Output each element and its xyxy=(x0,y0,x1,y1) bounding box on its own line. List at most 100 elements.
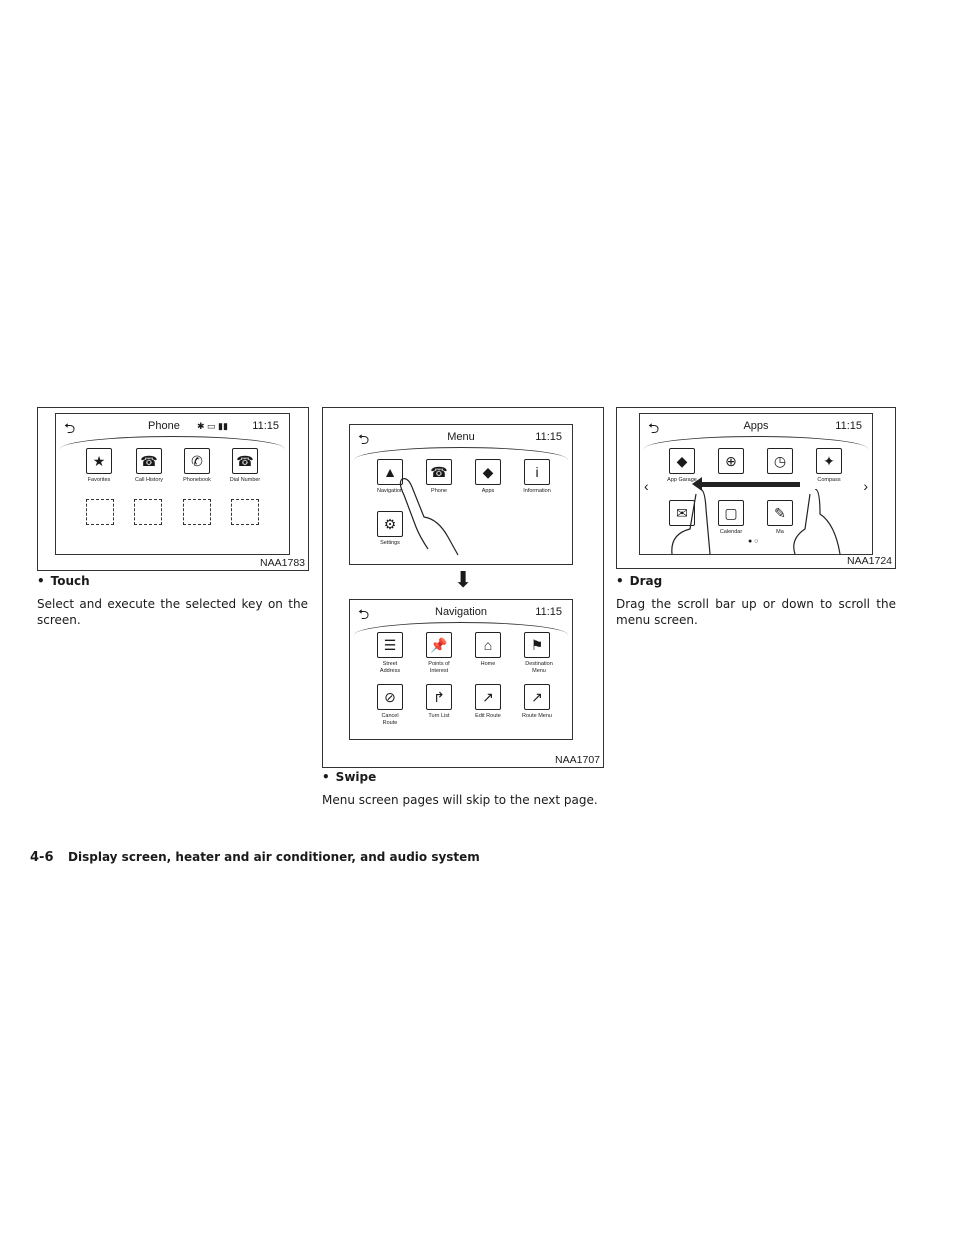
phone-icon: ☎ xyxy=(426,459,452,485)
tile-phonebook[interactable]: ✆ Phonebook xyxy=(182,448,212,484)
tile-label: Apps xyxy=(481,488,495,494)
home-icon: ⌂ xyxy=(475,632,501,658)
tile-label: Destination Menu xyxy=(525,661,553,674)
screen-title: Phone xyxy=(148,420,180,432)
tile-home[interactable]: ⌂ Home xyxy=(473,632,503,668)
figure-code: NAA1783 xyxy=(260,557,305,569)
divider xyxy=(354,447,568,460)
calendar-icon: ▢ xyxy=(718,500,744,526)
tile-maintenance[interactable]: ✎Ma xyxy=(765,500,795,536)
phone-screen: ⮌ Phone ✱ ▭ ▮▮ 11:15 ★Favorites ☎Call Hi… xyxy=(55,413,290,555)
back-icon: ⮌ xyxy=(358,431,370,447)
clock-icon: ◷ xyxy=(767,448,793,474)
figure-phone: ⮌ Phone ✱ ▭ ▮▮ 11:15 ★Favorites ☎Call Hi… xyxy=(37,407,309,571)
apps-screen: ⮌ Apps 11:15 ‹ › ◆App Garage ⊕ ◷ ✦Compas… xyxy=(639,413,873,555)
flag-icon: ⚑ xyxy=(524,632,550,658)
tile-phone[interactable]: ☎ Phone xyxy=(424,459,454,495)
tile-street-address[interactable]: ☰ Street Address xyxy=(375,632,405,675)
tile-points-of-interest[interactable]: 📌 Points of Interest xyxy=(424,632,454,675)
tile-label: Phonebook xyxy=(183,477,211,483)
maintenance-icon: ✎ xyxy=(767,500,793,526)
tile-search[interactable]: ⊕ xyxy=(716,448,746,474)
address-book-icon: ☰ xyxy=(377,632,403,658)
tile-label: Cancel Route xyxy=(381,713,399,726)
tile-call-history[interactable]: ☎Call History xyxy=(134,448,164,484)
tile-destination-menu[interactable]: ⚑ Destination Menu xyxy=(522,632,553,675)
swipe-text: Menu screen pages will skip to the next … xyxy=(322,793,598,807)
tile-label: Turn List xyxy=(428,713,450,719)
drag-arrow-icon xyxy=(700,482,800,487)
touch-text: Select and execute the selected key on t… xyxy=(37,597,308,627)
tile-label: Calendar xyxy=(719,529,743,535)
page-number: 4-6 xyxy=(30,850,54,865)
tile-label: Dial Number xyxy=(229,477,261,483)
tile-app-garage[interactable]: ◆ App Garage xyxy=(667,448,697,484)
tile-mail[interactable]: ✉ xyxy=(667,500,697,526)
cancel-route-icon: ⊘ xyxy=(377,684,403,710)
edit-route-icon: ↗ xyxy=(475,684,501,710)
tile-label: Home xyxy=(480,661,496,667)
tile-edit-route[interactable]: ↗ Edit Route xyxy=(473,684,503,720)
pin-icon: 📌 xyxy=(426,632,452,658)
chevron-left-icon[interactable]: ‹ xyxy=(644,478,649,494)
navigation-icon: ▲ xyxy=(377,459,403,485)
back-icon: ⮌ xyxy=(64,420,76,436)
touch-heading: Touch xyxy=(37,574,90,588)
screen-title: Apps xyxy=(743,420,769,432)
status-icons: ✱ ▭ ▮▮ xyxy=(197,421,228,431)
down-arrow-icon: ⬇ xyxy=(454,568,473,593)
mail-icon: ✉ xyxy=(669,500,695,526)
tile-label: Street Address xyxy=(379,661,401,674)
tile-label: Information xyxy=(523,488,551,494)
screen-title: Navigation xyxy=(435,606,487,618)
tile-favorites[interactable]: ★Favorites xyxy=(84,448,114,484)
tile-label: Phone xyxy=(431,488,447,494)
screen-time: 11:15 xyxy=(835,420,862,432)
tile-apps[interactable]: ◆ Apps xyxy=(473,459,503,495)
divider xyxy=(644,436,868,449)
tile-label: Edit Route xyxy=(475,713,501,719)
favorites-icon: ★ xyxy=(86,448,112,474)
tile-clock[interactable]: ◷ xyxy=(765,448,795,474)
tile-navigation[interactable]: ▲Navigation xyxy=(375,459,405,495)
tile-compass[interactable]: ✦Compass xyxy=(814,448,844,484)
drag-heading: Drag xyxy=(616,574,663,588)
chevron-right-icon[interactable]: › xyxy=(863,478,868,494)
tile-route-menu[interactable]: ↗ Route Menu xyxy=(522,684,552,720)
tile-label: App Garage xyxy=(667,477,697,483)
apps-icon: ◆ xyxy=(475,459,501,485)
screen-title: Menu xyxy=(447,431,475,443)
finger-tap-icon xyxy=(399,478,459,556)
page-indicator: ● ○ xyxy=(748,538,759,545)
tile-dial-number[interactable]: ☎Dial Number xyxy=(230,448,260,484)
screen-time: 11:15 xyxy=(252,420,279,432)
back-icon: ⮌ xyxy=(358,606,370,622)
empty-slot xyxy=(134,499,162,525)
tile-calendar[interactable]: ▢ Calendar xyxy=(716,500,746,536)
route-menu-icon: ↗ xyxy=(524,684,550,710)
app-garage-icon: ◆ xyxy=(669,448,695,474)
drag-arrow-head xyxy=(692,477,702,491)
phonebook-icon: ✆ xyxy=(184,448,210,474)
search-car-icon: ⊕ xyxy=(718,448,744,474)
tile-turn-list[interactable]: ↱Turn List xyxy=(424,684,454,720)
tile-label: Call History xyxy=(134,477,164,483)
section-title: Display screen, heater and air condition… xyxy=(68,850,480,864)
information-icon: i xyxy=(524,459,550,485)
empty-slot xyxy=(231,499,259,525)
empty-slot xyxy=(86,499,114,525)
tile-label: Points of Interest xyxy=(428,661,450,674)
hand-icon xyxy=(671,489,841,554)
screen-time: 11:15 xyxy=(535,606,562,618)
tile-settings[interactable]: ⚙Settings xyxy=(375,511,405,547)
figure-code: NAA1724 xyxy=(847,555,892,567)
divider xyxy=(354,622,568,635)
tile-cancel-route[interactable]: ⊘ Cancel Route xyxy=(375,684,405,727)
tile-label: Route Menu xyxy=(522,713,552,719)
swipe-heading: Swipe xyxy=(322,770,377,784)
empty-slot xyxy=(183,499,211,525)
settings-icon: ⚙ xyxy=(377,511,403,537)
